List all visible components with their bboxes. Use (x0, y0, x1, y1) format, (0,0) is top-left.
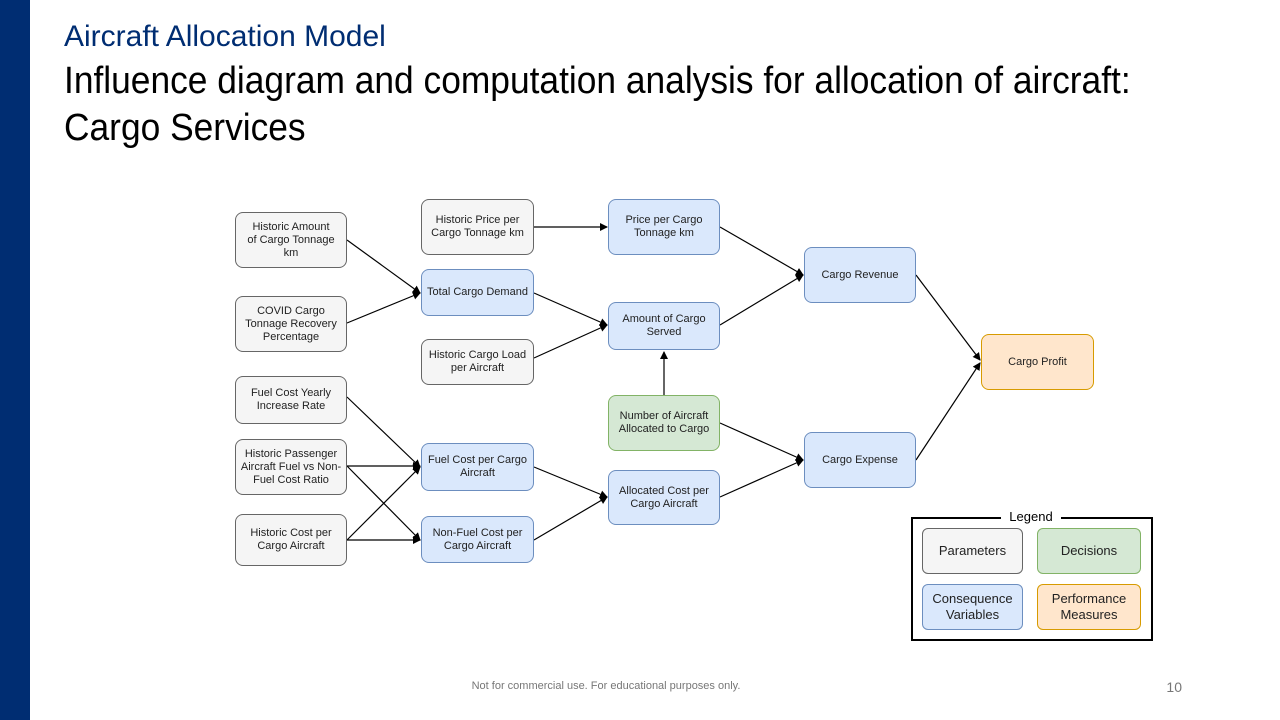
edge-nonfuel-cost-to-allocated (533, 496, 608, 541)
edge-historic-tonnage-to-demand (346, 239, 421, 294)
node-historic-cost-per-aircraft: Historic Cost per Cargo Aircraft (235, 514, 347, 566)
node-price-per-tonnage: Price per Cargo Tonnage km (608, 199, 720, 255)
edge-price-to-revenue (719, 226, 804, 276)
edge-revenue-to-profit (915, 274, 981, 361)
node-fuel-cost-per-aircraft: Fuel Cost per Cargo Aircraft (421, 443, 534, 491)
node-cargo-profit: Cargo Profit (981, 334, 1094, 390)
node-amount-cargo-served: Amount of Cargo Served (608, 302, 720, 350)
edge-fuel-rate-to-fuel-cost (346, 396, 421, 468)
page-number: 10 (1166, 679, 1182, 695)
slide-subtitle: Aircraft Allocation Model (64, 20, 386, 53)
edge-allocated-to-expense (719, 459, 804, 498)
edge-load-to-served (533, 324, 608, 359)
side-accent-bar (0, 0, 30, 720)
node-historic-price: Historic Price per Cargo Tonnage km (421, 199, 534, 255)
edge-covid-to-demand (346, 291, 421, 324)
legend-performance-measures: Performance Measures (1037, 584, 1141, 630)
footer-disclaimer: Not for commercial use. For educational … (471, 680, 741, 692)
edge-aircraft-to-expense (719, 422, 804, 461)
legend-consequence-variables: Consequence Variables (922, 584, 1023, 630)
node-historic-cargo-load: Historic Cargo Load per Aircraft (421, 339, 534, 385)
edge-demand-to-served (533, 292, 608, 326)
node-nonfuel-cost-per-aircraft: Non-Fuel Cost per Cargo Aircraft (421, 516, 534, 563)
node-covid-recovery: COVID Cargo Tonnage Recovery Percentage (235, 296, 347, 352)
legend-parameters: Parameters (922, 528, 1023, 574)
slide-title: Influence diagram and computation analys… (64, 60, 1131, 149)
edge-cost-to-fuel-cost (346, 466, 421, 541)
node-fuel-nonfuel-ratio: Historic Passenger Aircraft Fuel vs Non-… (235, 439, 347, 495)
node-total-cargo-demand: Total Cargo Demand (421, 269, 534, 316)
node-cargo-expense: Cargo Expense (804, 432, 916, 488)
edge-served-to-revenue (719, 274, 804, 326)
legend-decisions: Decisions (1037, 528, 1141, 574)
node-cargo-revenue: Cargo Revenue (804, 247, 916, 303)
node-historic-cargo-tonnage: Historic Amount of Cargo Tonnage km (235, 212, 347, 268)
edge-expense-to-profit (915, 362, 981, 461)
node-allocated-cost: Allocated Cost per Cargo Aircraft (608, 470, 720, 525)
edge-fuel-cost-to-allocated (533, 466, 608, 499)
legend-title: Legend (1001, 509, 1061, 525)
node-fuel-cost-increase-rate: Fuel Cost Yearly Increase Rate (235, 376, 347, 424)
node-number-of-aircraft: Number of Aircraft Allocated to Cargo (608, 395, 720, 451)
